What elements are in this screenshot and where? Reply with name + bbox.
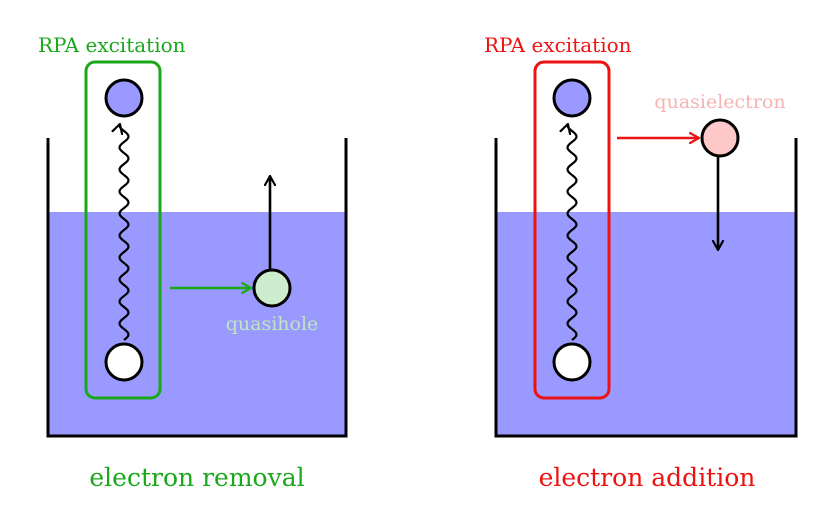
right-hole	[552, 342, 592, 382]
left-panel: RPA excitation quasihole electron remova…	[38, 33, 348, 492]
right-container	[494, 138, 798, 438]
right-fermi-sea	[496, 212, 796, 436]
right-photon-wave	[568, 124, 578, 341]
left-hole	[104, 342, 144, 382]
left-excited-electron	[104, 78, 144, 118]
right-excited-electron	[552, 78, 592, 118]
quasielectron-label: quasielectron	[654, 91, 785, 113]
left-rpa-box	[84, 60, 162, 400]
right-panel: RPA excitation quasielectron electron ad…	[484, 33, 798, 492]
quasielectron-circle	[700, 118, 740, 158]
right-rpa-box	[533, 60, 611, 400]
right-rpa-label: RPA excitation	[484, 33, 632, 57]
left-caption: electron removal	[89, 463, 304, 492]
left-rpa-label: RPA excitation	[38, 33, 186, 57]
left-container	[46, 138, 348, 438]
quasihole-label: quasihole	[226, 313, 319, 335]
quasihole-circle	[252, 268, 292, 308]
left-photon-wave	[120, 124, 130, 341]
right-caption: electron addition	[539, 463, 756, 492]
